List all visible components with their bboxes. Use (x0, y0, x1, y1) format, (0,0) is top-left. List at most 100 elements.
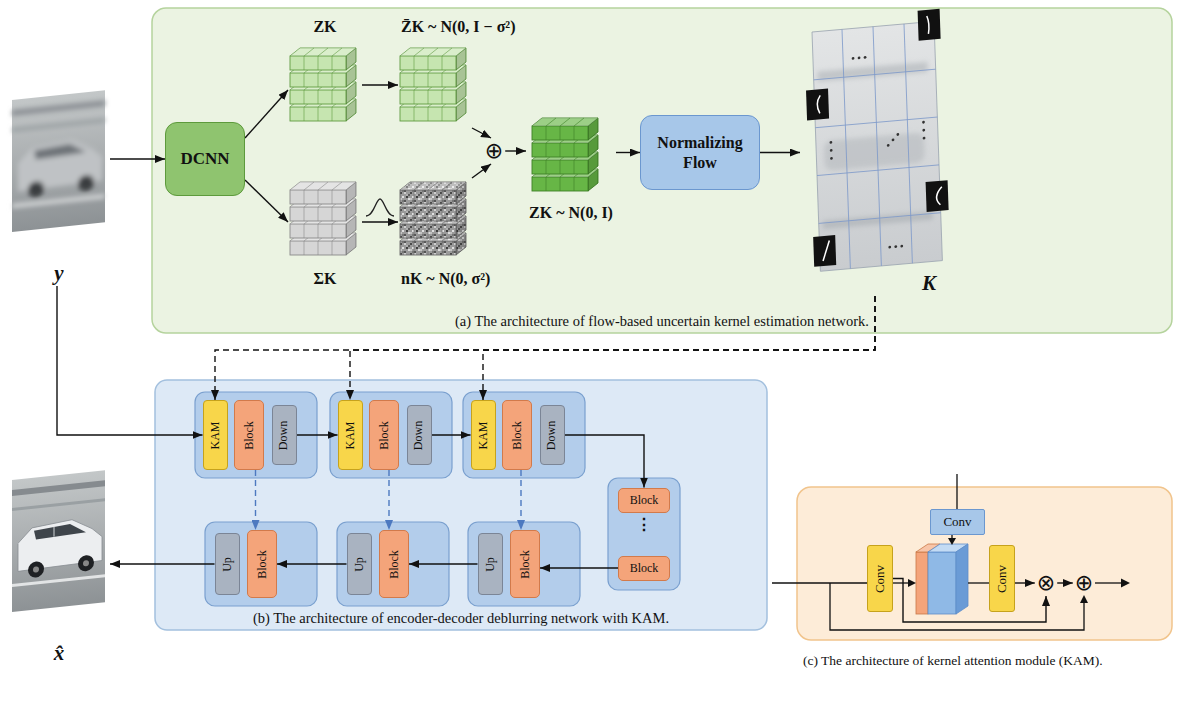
panel-a-shape (152, 8, 1172, 333)
block-box: Block (502, 400, 532, 470)
feature-stacks (290, 48, 598, 255)
kam-box: KAM (338, 400, 363, 470)
down-box: Down (407, 405, 432, 465)
node-text: ⊗ (1037, 572, 1055, 594)
connector-arrow (362, 221, 398, 222)
node-text: Block (242, 421, 257, 450)
node-text: (a) The architecture of flow-based uncer… (455, 313, 869, 330)
node-text: Block (387, 550, 402, 579)
panel-b-shape (155, 380, 767, 630)
connector-arrow (540, 567, 618, 568)
connector-arrow (215, 296, 875, 400)
down-box: Down (272, 405, 297, 465)
node-text: Block (377, 421, 392, 450)
flow-box: Normalizing Flow (640, 115, 760, 190)
node-text: KAM (208, 421, 223, 449)
block-box: Block (369, 400, 399, 470)
connector-arrow (255, 470, 256, 530)
node-text: Conv (872, 564, 888, 592)
concat-block (916, 544, 968, 614)
panel-c: (c) The architecture of kernel attention… (797, 487, 1172, 672)
connector-arrow (57, 286, 203, 435)
connector-arrow (245, 180, 288, 222)
gaussian-curve (366, 199, 394, 216)
node-text: ΣK (314, 270, 337, 288)
feature-stack: Z̄K ~ N(0, I − σ²) (398, 18, 532, 128)
connector-arrow (277, 563, 347, 564)
node-text: Block (510, 421, 525, 450)
up-box: Up (347, 533, 372, 595)
panel-c-shape (797, 487, 1172, 640)
node-text: ZK ~ N(0, I) (529, 204, 613, 222)
connector-arrow (1015, 582, 1035, 583)
connector-arrow (1057, 582, 1073, 583)
connector-arrow (616, 152, 640, 153)
node-text: Block (630, 561, 659, 576)
node-text: nK ~ N(0, σ²) (401, 270, 490, 288)
sum-symbol: ⊕ (483, 138, 505, 164)
node-text: Z̄K ~ N(0, I − σ²) (401, 18, 516, 36)
kam-wires (772, 474, 1130, 630)
node-text: ⊕ (485, 140, 503, 162)
connector-arrow (472, 164, 491, 178)
connector-arrow (505, 150, 526, 151)
block-box: Block (618, 488, 670, 513)
input-image: y (8, 90, 110, 286)
connector-arrow (760, 152, 800, 153)
node-text: Down (545, 420, 560, 449)
connector-arrow (565, 435, 645, 488)
node-text: KAM (476, 421, 491, 449)
connector-arrow (350, 296, 875, 400)
kernel-map: K (800, 18, 950, 296)
conv-box: Conv (930, 509, 985, 535)
kam-box: KAM (203, 400, 228, 470)
node-text: DCNN (180, 149, 229, 169)
node-text: y (54, 261, 63, 286)
node-text: Up (219, 557, 234, 572)
node-text: Conv (943, 514, 971, 530)
panel-a: (a) The architecture of flow-based uncer… (152, 8, 1172, 333)
node-text: KAM (343, 421, 358, 449)
node-text: (b) The architecture of encoder-decoder … (253, 610, 669, 627)
node-text: Down (277, 420, 292, 449)
connector-arrow (245, 90, 288, 138)
feature-stack: ZK ~ N(0, I) (526, 112, 616, 222)
node-text: Up (482, 557, 497, 572)
connector-arrow (483, 296, 875, 400)
group-boxes (195, 392, 680, 606)
node-text: Block (630, 493, 659, 508)
node-text: Block (518, 550, 533, 579)
down-box: Down (540, 405, 565, 465)
node-text: x̂ (54, 641, 65, 666)
connector-arrow (893, 579, 1046, 623)
noise-stack: nK ~ N(0, σ²) (398, 178, 518, 288)
blurry-input-photo (12, 90, 105, 232)
feature-stack: ΣK (288, 178, 362, 288)
conv-box: Conv (989, 545, 1015, 612)
dcnn-box: DCNN (165, 122, 245, 196)
sum-symbol: ⊕ (1073, 570, 1095, 596)
block-box: Block (234, 400, 264, 470)
node-text: ZK (313, 18, 336, 36)
block-box: Block (618, 556, 670, 581)
connector-arrow (520, 470, 521, 530)
ellipsis-label: ⋮ (624, 517, 664, 551)
output-image: x̂ (8, 470, 110, 666)
panel-b: (b) The architecture of encoder-decoder … (155, 380, 767, 630)
connector-arrow (110, 158, 165, 159)
sharp-output-photo (12, 470, 105, 612)
connector-arrow (432, 434, 471, 435)
connector-arrow (409, 563, 478, 564)
connector-arrow (297, 434, 338, 435)
up-box: Up (215, 533, 240, 595)
node-text: (c) The architecture of kernel attention… (803, 653, 1103, 669)
multiply-symbol: ⊗ (1035, 570, 1057, 596)
conv-box: Conv (867, 545, 893, 612)
connector-arrow (110, 563, 215, 564)
connector-arrow (472, 128, 491, 138)
kernel-map-picture (804, 9, 951, 272)
block-box: Block (247, 530, 277, 598)
node-text: K (922, 271, 936, 296)
kam-box: KAM (471, 400, 496, 470)
